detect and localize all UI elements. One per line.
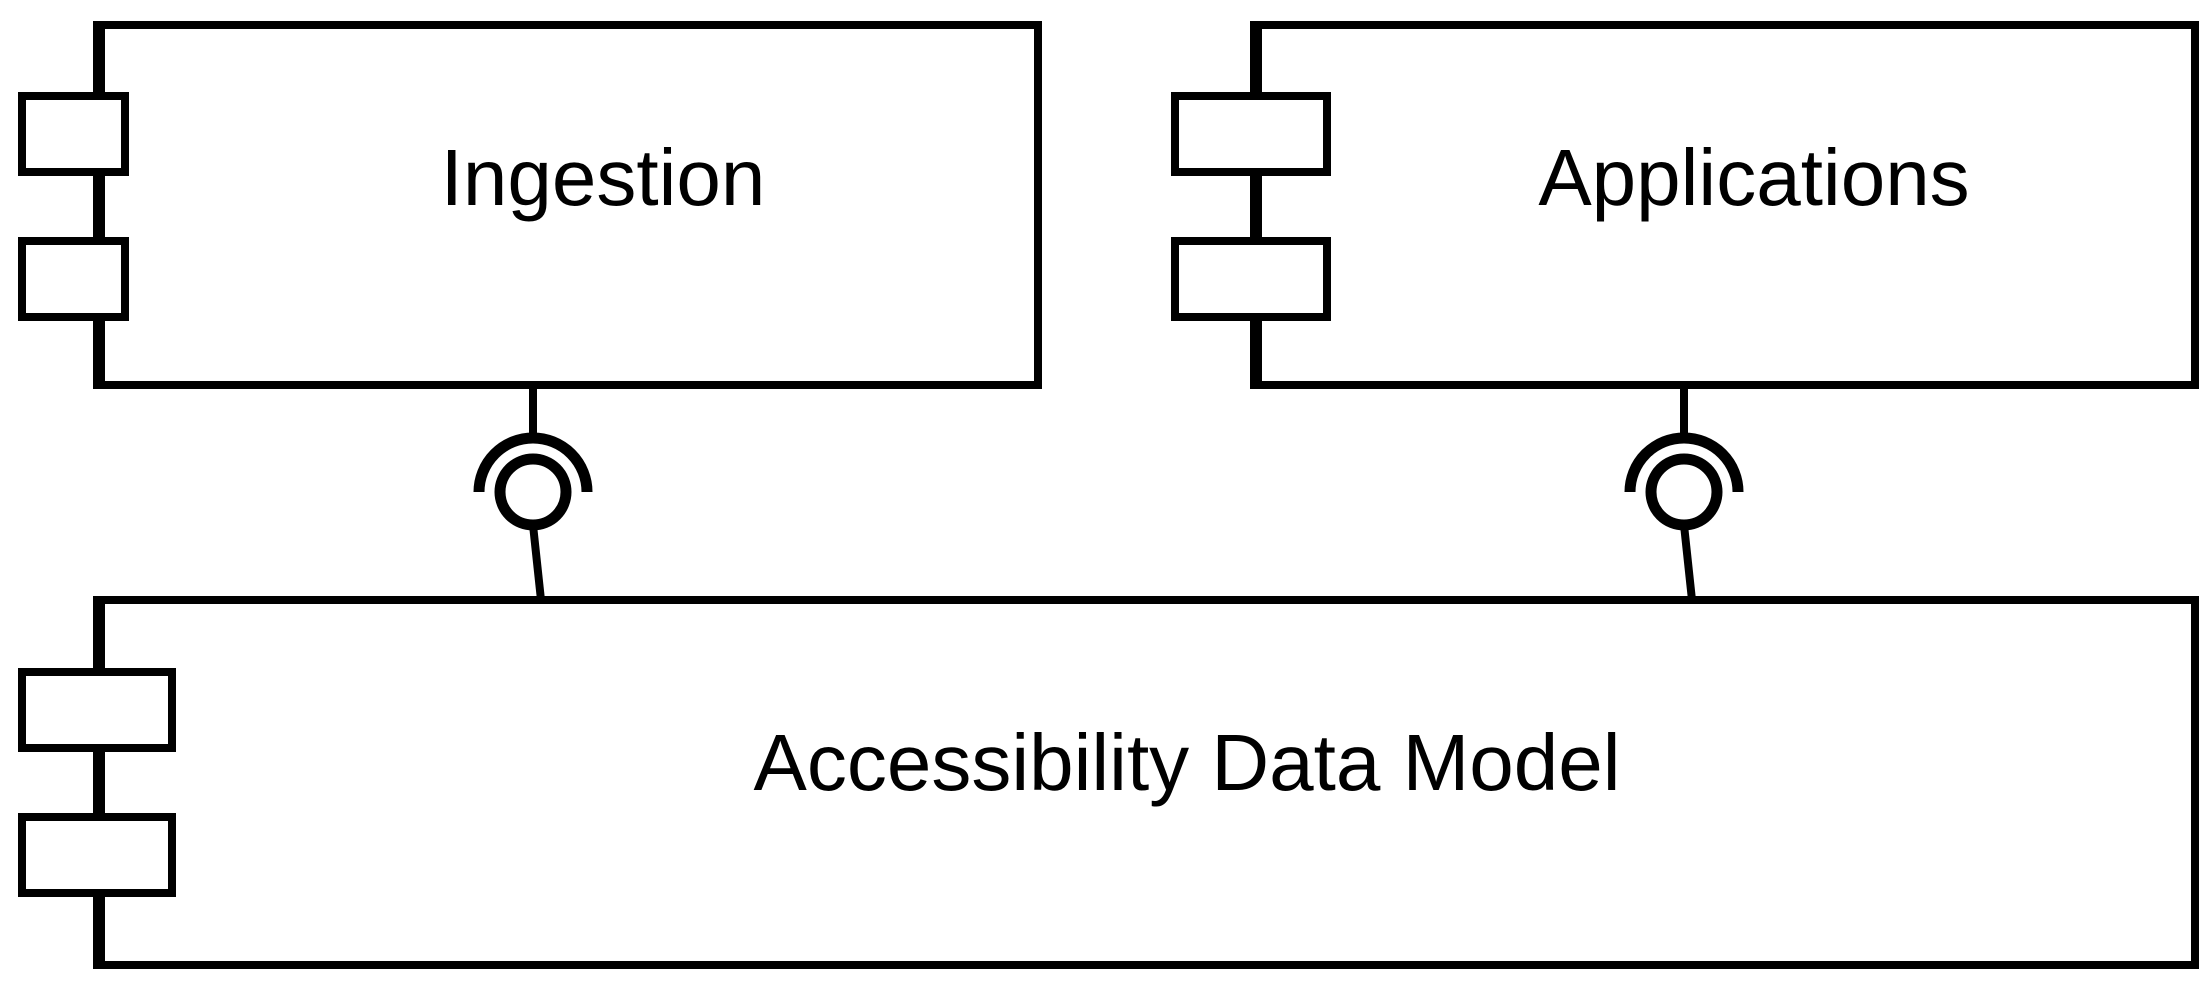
component-label-accessibility-data-model: Accessibility Data Model (754, 718, 1621, 807)
connector-line-lower (529, 524, 545, 601)
component-icon-stub-lower (1171, 237, 1331, 321)
socket-icon (473, 432, 593, 493)
component-icon-stub-lower (18, 813, 176, 897)
component-icon-stub-lower (18, 237, 129, 321)
component-icon-stub-upper (1171, 92, 1331, 176)
component-applications[interactable]: Applications (1171, 21, 2199, 389)
component-body (1250, 21, 2199, 389)
ball-icon (494, 453, 572, 531)
socket-icon (1624, 432, 1744, 493)
component-icon-stub-upper (18, 668, 176, 752)
component-icon-stub-upper (18, 92, 129, 176)
connector-line-lower (1680, 524, 1696, 601)
component-label-applications: Applications (1538, 133, 1969, 222)
assembly-connector-applications[interactable] (1624, 385, 1744, 601)
component-ingestion[interactable]: Ingestion (18, 21, 1042, 389)
assembly-connector-ingestion[interactable] (473, 385, 593, 601)
ball-icon (1645, 453, 1723, 531)
component-body (93, 21, 1042, 389)
component-label-ingestion: Ingestion (441, 133, 766, 222)
component-accessibility-data-model[interactable]: Accessibility Data Model (18, 596, 2199, 969)
